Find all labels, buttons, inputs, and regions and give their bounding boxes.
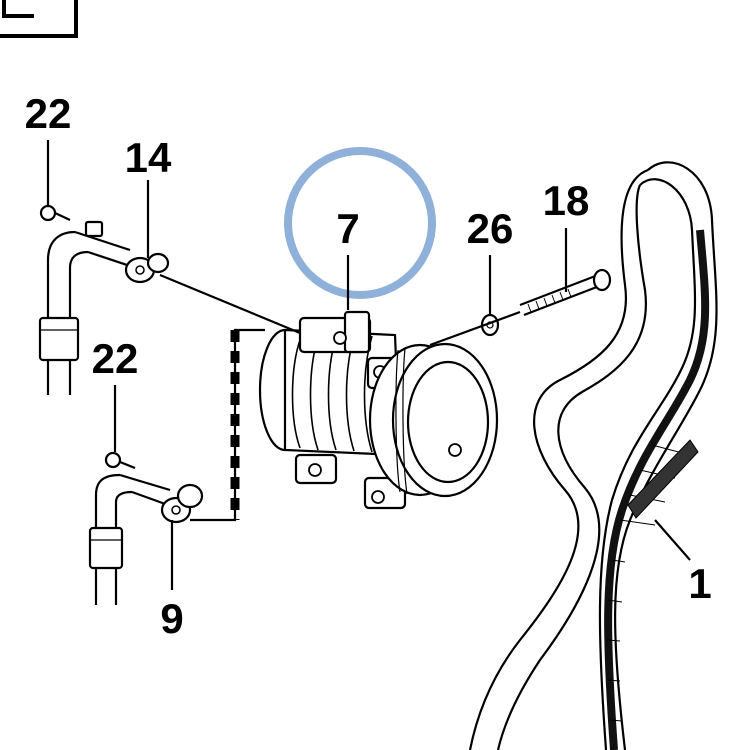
callout-18: 18 [543,177,590,224]
callout-9: 9 [160,595,183,642]
lower-ac-pipe[interactable] [88,451,204,605]
callout-22-upper: 22 [25,90,72,137]
callout-leaders [46,140,691,590]
callout-1: 1 [688,560,711,607]
bolt-18[interactable] [519,268,612,317]
highlight-circle [284,147,436,299]
assembly-lines [159,273,521,522]
callout-7: 7 [336,205,359,252]
drive-belt[interactable] [468,161,718,750]
callout-14: 14 [125,134,172,181]
upper-ac-pipe[interactable] [38,204,170,395]
ac-compressor[interactable] [258,310,499,510]
callout-26: 26 [467,205,514,252]
corner-frame [0,0,78,38]
callout-labels: 22 14 7 26 18 22 9 1 [25,90,712,642]
callout-22-lower: 22 [92,335,139,382]
